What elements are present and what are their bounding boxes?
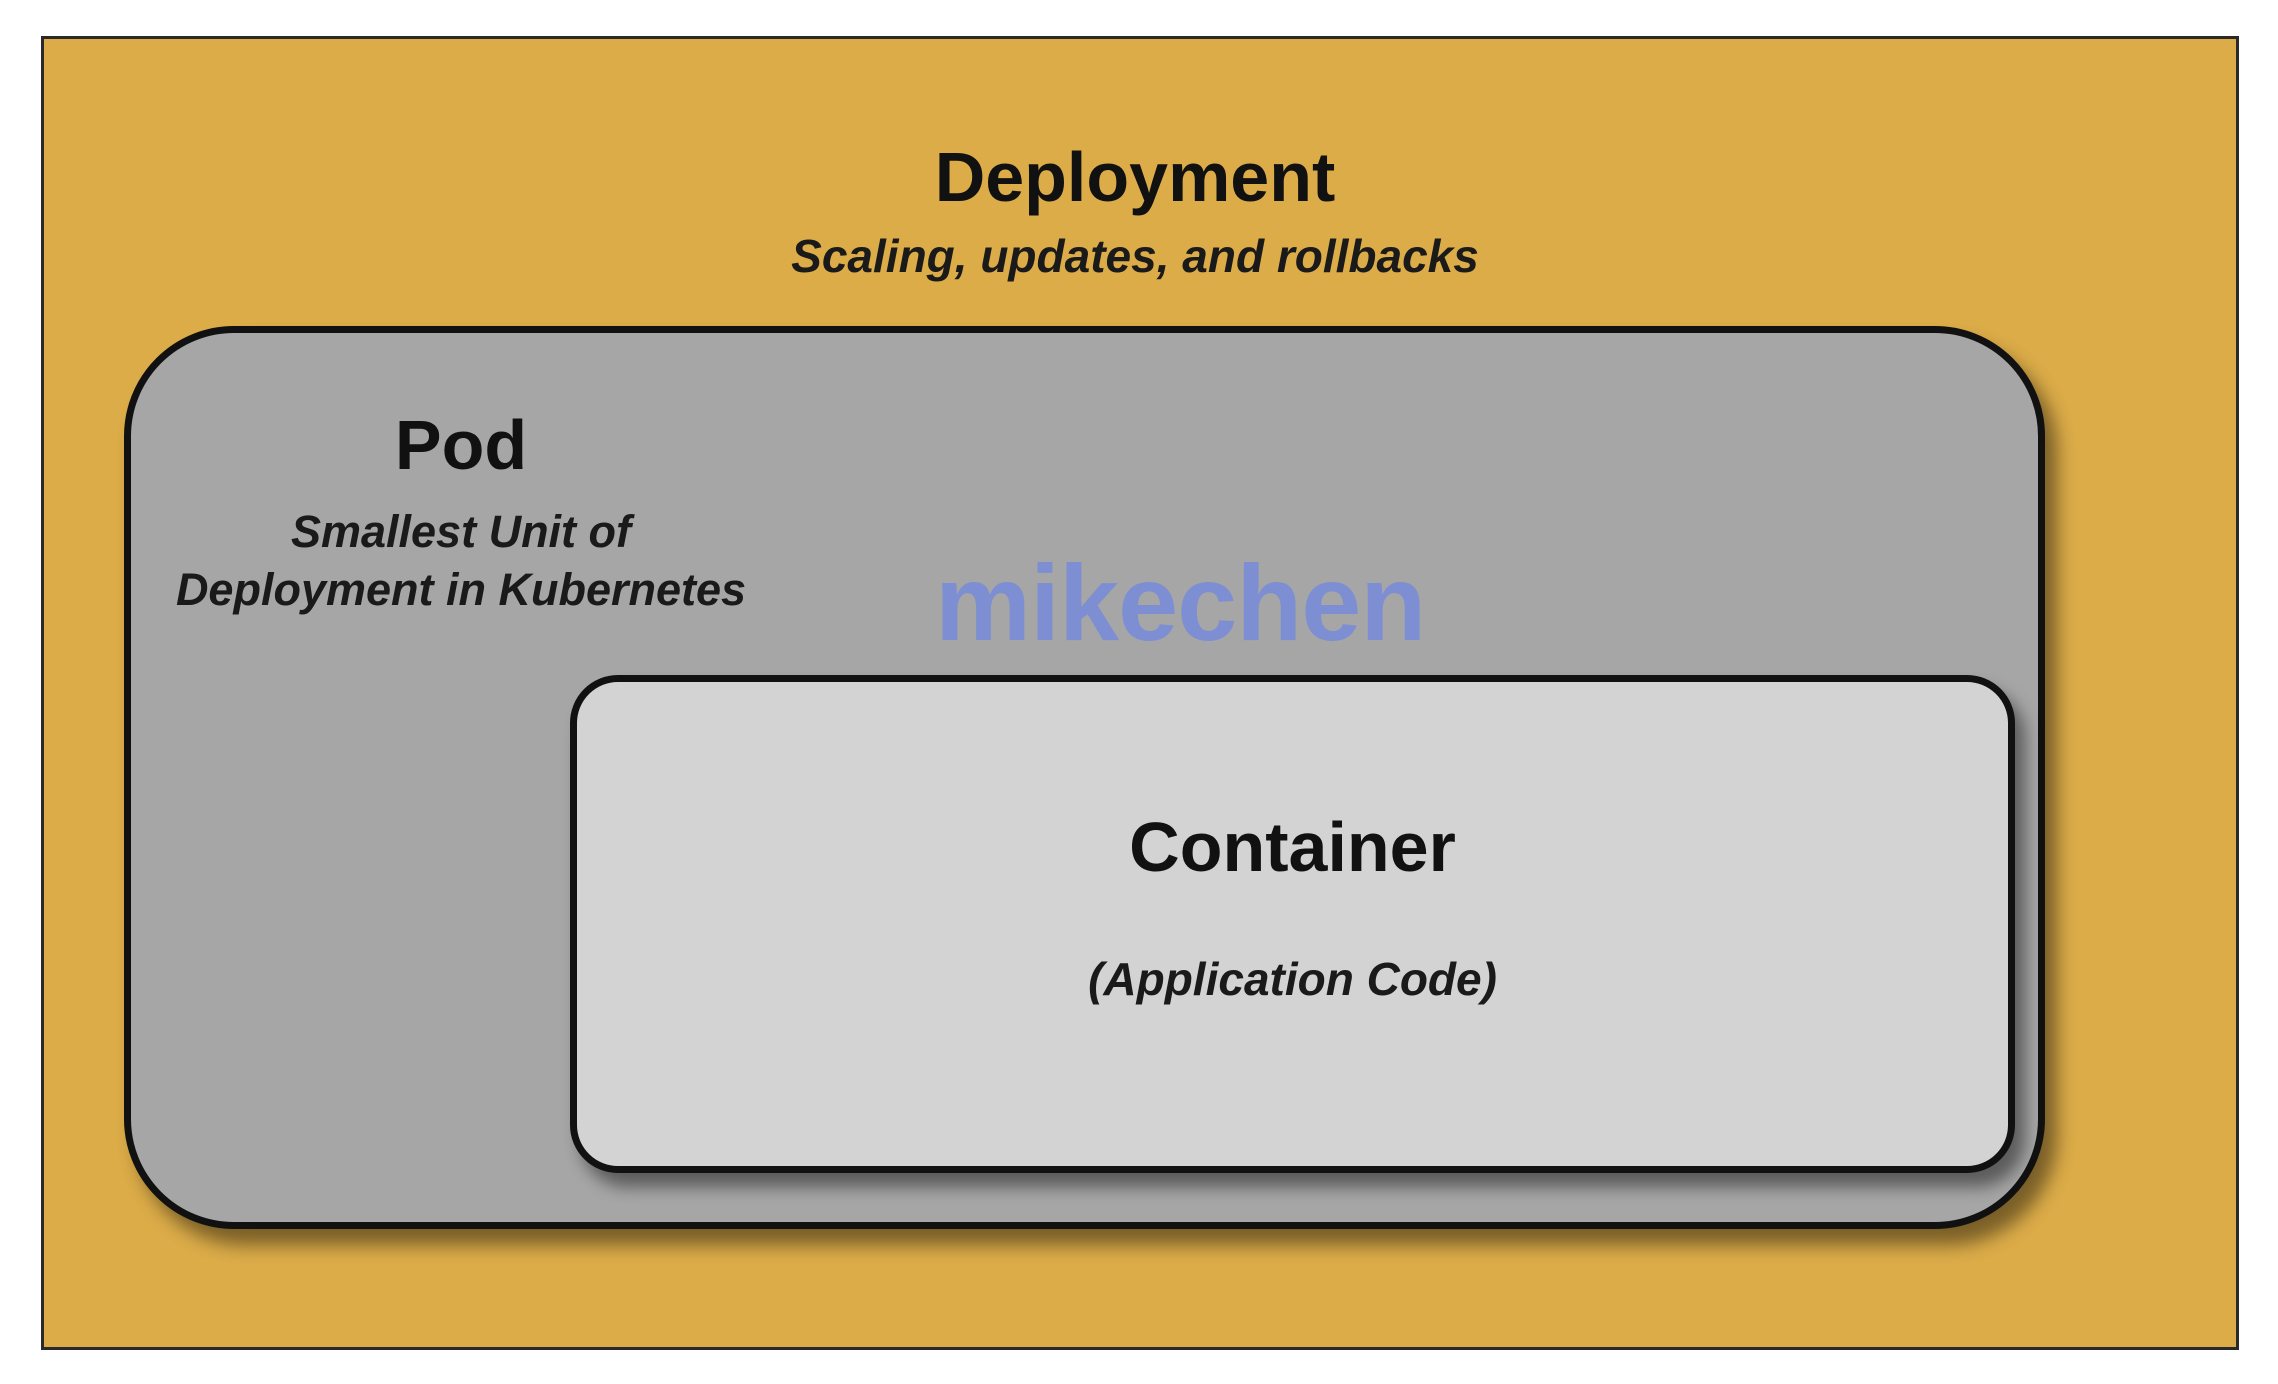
- deployment-title: Deployment: [934, 138, 1336, 216]
- container-subtitle: (Application Code): [1088, 953, 1497, 1005]
- container-title: Container: [1129, 808, 1456, 886]
- pod-subtitle: Smallest Unit of Deployment in Kubernete…: [131, 503, 791, 619]
- container-box: Container (Application Code): [570, 675, 2015, 1173]
- pod-subtitle-line1: Smallest Unit of: [290, 506, 632, 557]
- pod-title: Pod: [394, 406, 528, 484]
- pod-subtitle-line2: Deployment in Kubernetes: [175, 564, 747, 615]
- deployment-subtitle: Scaling, updates, and rollbacks: [791, 230, 1479, 282]
- watermark-text: mikechen: [935, 542, 1426, 663]
